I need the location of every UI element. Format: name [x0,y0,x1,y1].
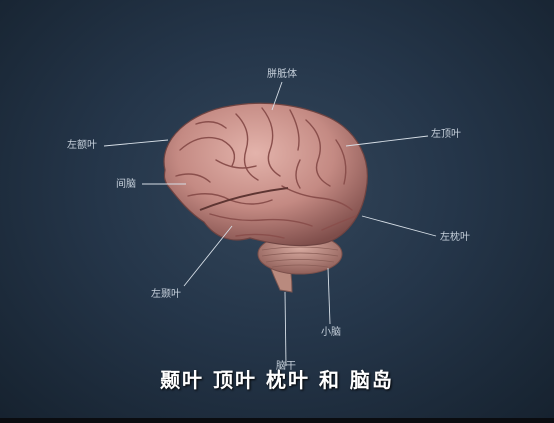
label-left-frontal-lobe: 左额叶 [67,140,97,151]
label-diencephalon: 间脑 [116,179,136,190]
label-brainstem: 脑干 [276,361,296,372]
cerebrum-shape [163,102,368,247]
label-left-occipital-lobe: 左枕叶 [440,232,470,243]
bottom-bar [0,418,554,423]
cerebrum-sulci [175,107,357,239]
subtitle-caption: 颞叶 顶叶 枕叶 和 脑岛 [160,368,394,392]
lateral-fissure [199,187,289,211]
label-corpus-callosum: 胼胝体 [267,69,297,80]
cerebellum-folia [261,246,339,268]
label-cerebellum: 小脑 [321,327,341,338]
label-left-temporal-lobe: 左颞叶 [151,289,181,300]
leader-lines [103,81,437,367]
label-left-parietal-lobe: 左顶叶 [431,129,461,140]
